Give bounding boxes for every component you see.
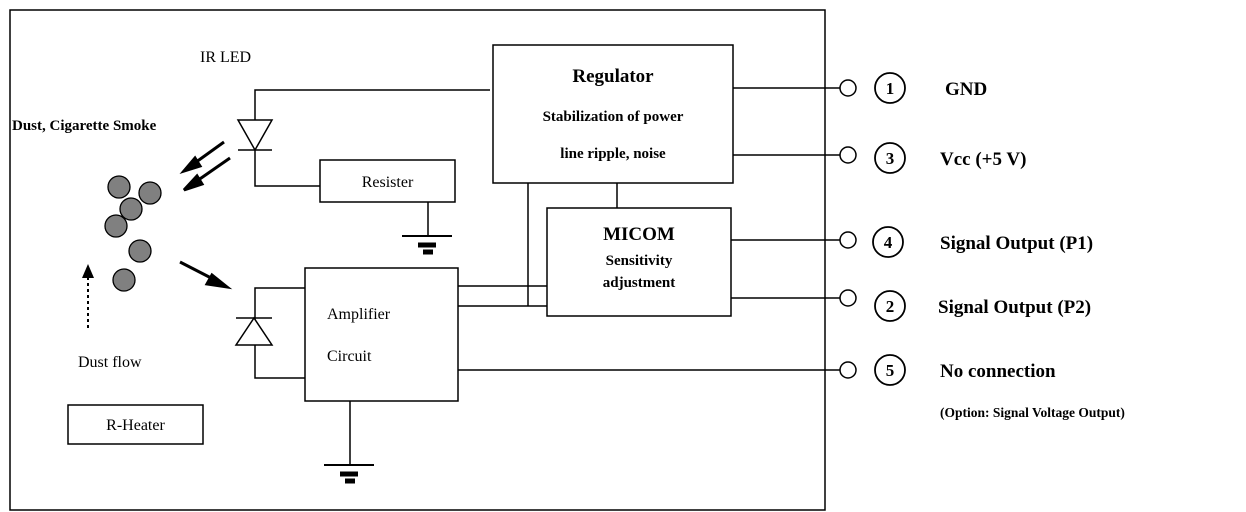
pin-5: 5 No connection (Option: Signal Voltage … [839,354,1125,420]
resister-box [319,159,456,203]
pin-number-circle [874,142,906,174]
pin-terminal [839,289,857,307]
pin-number-circle [874,290,906,322]
pin-label: Signal Output (P1) [940,233,1093,254]
pin-number-circle [872,226,904,258]
pin-terminal [839,231,857,249]
pin-2: 2 Signal Output (P2) [839,289,1091,322]
pin-terminal [839,79,857,97]
pin-3: 3 Vcc (+5 V) [839,142,1026,174]
pin-wires [458,87,840,371]
pin-number: 5 [886,361,895,380]
sensor-outline [9,9,826,511]
dust-smoke-label: Dust, Cigarette Smoke [12,118,157,134]
micom-desc-1: Sensitivity [606,253,673,269]
ir-led-label: IR LED [200,49,251,66]
pin-terminal [839,361,857,379]
dust-flow-arrow [82,264,94,328]
regulator-box [492,44,734,184]
photodiode [234,287,305,379]
pin-number: 2 [886,297,895,316]
light-arrows [179,140,233,290]
pin-label: No connection [940,361,1056,382]
pin-number-circle [874,354,906,386]
pin-1: 1 GND [839,72,987,104]
regulator-title: Regulator [572,66,654,87]
ground-symbol-amplifier [324,401,374,484]
pin-4: 4 Signal Output (P1) [839,226,1093,258]
pin-number-circle [874,72,906,104]
ir-led-diode [236,89,490,187]
pin-number: 4 [884,233,893,252]
micom-box [546,207,732,317]
pin-number: 1 [886,79,895,98]
pin-note: (Option: Signal Voltage Output) [940,405,1125,420]
resister-label: Resister [362,174,414,191]
pin-terminal [839,146,857,164]
amplifier-box [304,267,459,402]
pin-label: GND [945,79,987,100]
pin-label: Signal Output (P2) [938,297,1091,318]
micom-desc-2: adjustment [603,275,676,291]
regulator-desc-1: Stabilization of power [543,109,684,125]
regulator-desc-2: line ripple, noise [560,146,666,162]
r-heater-label: R-Heater [106,417,165,434]
pin-label: Vcc (+5 V) [940,149,1026,170]
ground-symbol-resister [402,202,452,255]
r-heater-box [67,404,204,445]
internal-wiring [458,183,618,307]
dust-flow-label: Dust flow [78,354,142,371]
amplifier-label-1: Amplifier [327,306,391,323]
micom-title: MICOM [603,224,675,245]
pin-number: 3 [886,149,895,168]
amplifier-label-2: Circuit [327,348,372,365]
dust-particles [104,175,162,292]
